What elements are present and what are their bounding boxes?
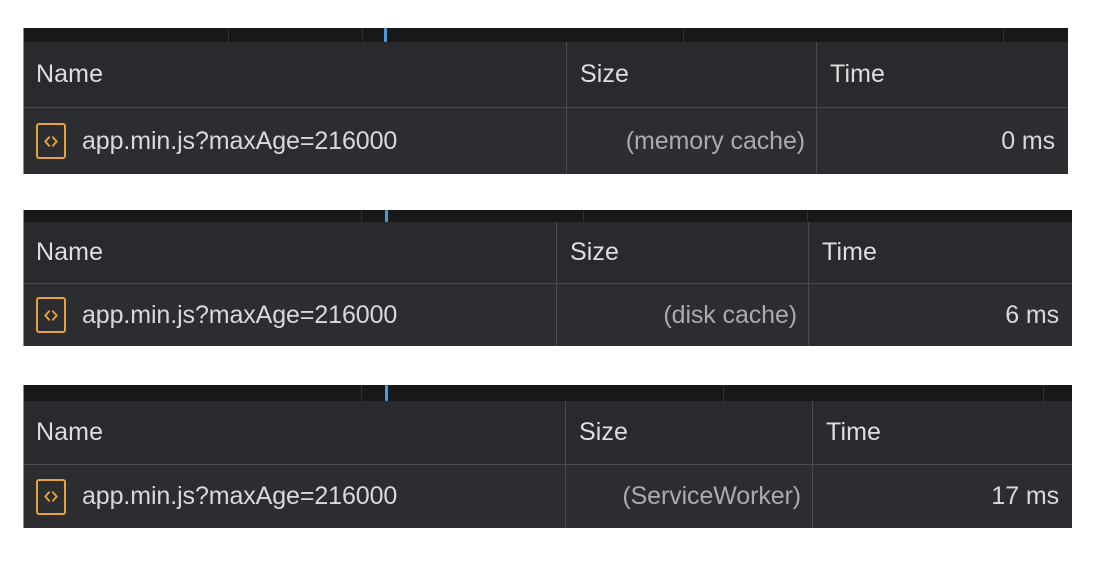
script-code-icon <box>36 297 66 333</box>
column-header-size[interactable]: Size <box>556 222 808 283</box>
overview-request-marker <box>385 210 388 222</box>
overview-tick <box>683 28 684 42</box>
script-code-icon <box>36 478 66 515</box>
overview-tick <box>723 385 724 401</box>
column-header-size[interactable]: Size <box>566 42 816 107</box>
request-name: app.min.js?maxAge=216000 <box>82 482 398 510</box>
cell-size: (disk cache) <box>556 284 808 346</box>
request-size: (memory cache) <box>625 126 805 155</box>
network-request-table: Name Size Time app.min. <box>23 401 1072 528</box>
table-row[interactable]: app.min.js?maxAge=216000 (ServiceWorker)… <box>23 465 1072 528</box>
overview-tick <box>807 210 808 222</box>
overview-tick <box>228 28 229 42</box>
column-header-name-label: Name <box>36 238 104 266</box>
request-time: 17 ms <box>991 482 1059 510</box>
cell-time: 0 ms <box>816 108 1068 174</box>
table-row[interactable]: app.min.js?maxAge=216000 (disk cache) 6 … <box>23 284 1072 346</box>
overview-request-marker <box>385 385 388 401</box>
cell-time: 6 ms <box>808 284 1072 346</box>
table-header-row: Name Size Time <box>23 222 1072 284</box>
overview-tick <box>362 28 363 42</box>
cell-time: 17 ms <box>812 465 1072 528</box>
column-header-time-label: Time <box>826 418 882 446</box>
network-panel-service-worker: Name Size Time app.min. <box>23 385 1072 528</box>
column-header-size-label: Size <box>579 418 629 446</box>
network-panel-memory-cache: Name Size Time app.min. <box>23 28 1068 174</box>
cell-size: (ServiceWorker) <box>565 465 812 528</box>
network-panel-disk-cache: Name Size Time app.min. <box>23 210 1072 346</box>
overview-tick <box>1003 28 1004 42</box>
column-header-size-label: Size <box>570 238 620 266</box>
request-size: (ServiceWorker) <box>622 482 801 510</box>
column-header-name[interactable]: Name <box>23 42 566 107</box>
request-size: (disk cache) <box>663 300 797 329</box>
cell-name[interactable]: app.min.js?maxAge=216000 <box>23 465 565 528</box>
column-header-name[interactable]: Name <box>23 222 556 283</box>
script-code-icon <box>36 123 66 159</box>
column-header-name-label: Name <box>36 418 104 446</box>
network-request-table: Name Size Time app.min. <box>23 42 1068 174</box>
column-header-name[interactable]: Name <box>23 401 565 464</box>
column-header-size-label: Size <box>580 60 630 88</box>
table-header-row: Name Size Time <box>23 42 1068 108</box>
request-name: app.min.js?maxAge=216000 <box>82 126 398 155</box>
overview-request-marker <box>384 28 387 42</box>
column-header-time[interactable]: Time <box>816 42 1068 107</box>
overview-tick <box>361 385 362 401</box>
column-header-size[interactable]: Size <box>565 401 812 464</box>
column-header-name-label: Name <box>36 60 104 88</box>
column-header-time[interactable]: Time <box>808 222 1072 283</box>
column-header-time-label: Time <box>830 60 886 88</box>
column-header-time[interactable]: Time <box>812 401 1072 464</box>
request-name: app.min.js?maxAge=216000 <box>82 300 398 329</box>
network-overview-strip[interactable] <box>23 385 1072 402</box>
table-row[interactable]: app.min.js?maxAge=216000 (memory cache) … <box>23 108 1068 174</box>
cell-size: (memory cache) <box>566 108 816 174</box>
network-request-table: Name Size Time app.min. <box>23 222 1072 346</box>
overview-tick <box>1043 385 1044 401</box>
network-overview-strip[interactable] <box>23 28 1068 43</box>
column-header-time-label: Time <box>822 238 878 266</box>
request-time: 0 ms <box>1001 126 1055 155</box>
cell-name[interactable]: app.min.js?maxAge=216000 <box>23 108 566 174</box>
overview-tick <box>361 210 362 222</box>
table-header-row: Name Size Time <box>23 401 1072 465</box>
request-time: 6 ms <box>1005 300 1059 329</box>
overview-tick <box>583 210 584 222</box>
cell-name[interactable]: app.min.js?maxAge=216000 <box>23 284 556 346</box>
